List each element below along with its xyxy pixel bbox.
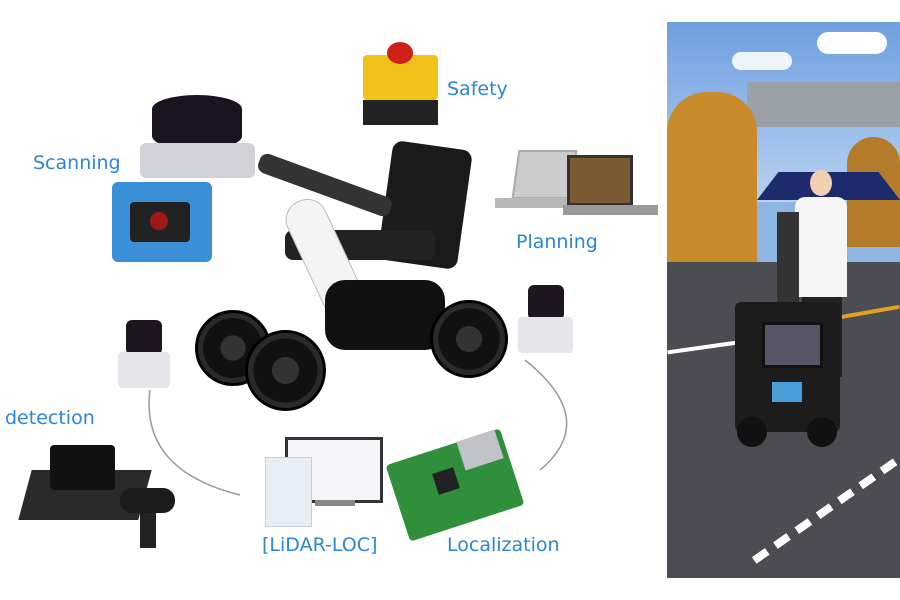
wheelchair-image	[195, 140, 510, 411]
small-lidar-left-image	[118, 320, 170, 388]
label-localization: Localization	[447, 534, 560, 556]
webcam-image	[120, 488, 175, 550]
small-lidar-right-image	[518, 285, 573, 355]
lidar-scanner-image	[140, 95, 255, 180]
blue-sensor-image	[112, 182, 212, 262]
laptops-image	[495, 150, 665, 220]
label-safety: Safety	[447, 78, 508, 100]
emergency-stop-image	[363, 40, 438, 125]
raspberry-pi-image	[385, 425, 535, 542]
label-detection: detection	[5, 407, 95, 429]
jetson-board-image	[18, 440, 155, 530]
connection-arc	[148, 359, 568, 496]
field-test-photo	[667, 22, 900, 578]
label-scanning: Scanning	[33, 152, 121, 174]
lidar-loc-software-image	[265, 437, 383, 527]
label-lidar-loc: [LiDAR-LOC]	[262, 534, 378, 556]
label-planning: Planning	[516, 231, 598, 253]
